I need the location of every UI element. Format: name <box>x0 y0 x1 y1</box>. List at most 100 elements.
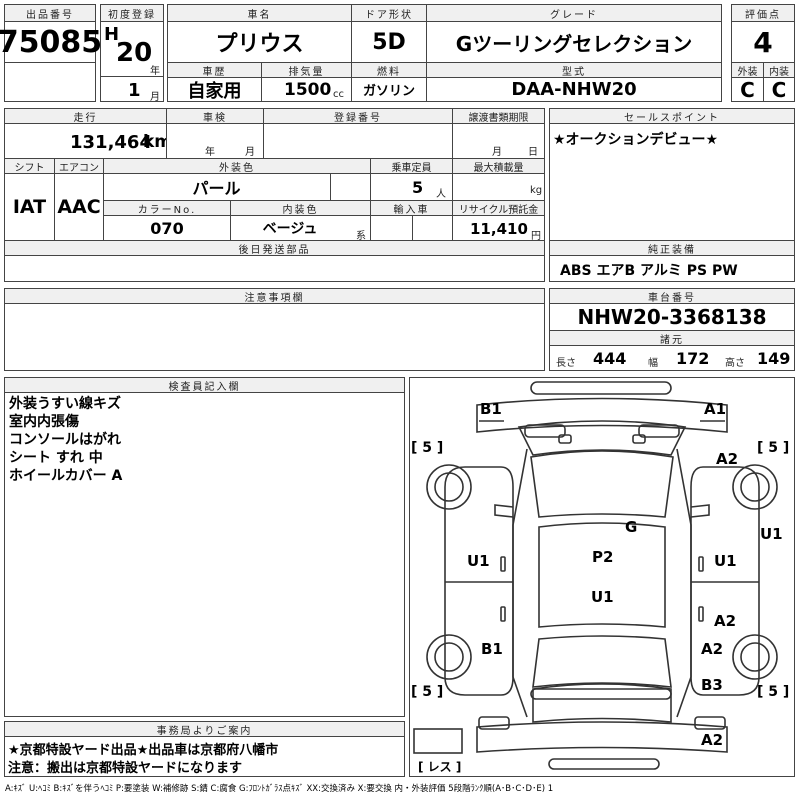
damage-u1-right-side: U1 <box>760 525 783 543</box>
door-type: 5D <box>372 29 406 55</box>
fuel-box <box>351 77 427 102</box>
chassis-box <box>549 303 795 331</box>
damage-u1-center: U1 <box>591 588 614 606</box>
capacity-box <box>370 173 453 201</box>
equipment-box <box>549 255 795 282</box>
legend-text: A:ｷｽﾞ U:ﾍｺﾐ B:ｷｽﾞを伴うﾍｺﾐ P:要塗装 W:補修跡 S:錆 … <box>5 784 554 794</box>
damage-b1-front: B1 <box>480 400 502 418</box>
first-reg-box <box>100 21 164 102</box>
height-label: 高さ <box>725 358 745 369</box>
car-name: プリウス <box>215 32 304 57</box>
office-line-1: ★京都特設ヤード出品★出品車は京都府八幡市 <box>8 743 279 758</box>
lot-blank-box <box>4 62 96 102</box>
inspector-box <box>4 392 405 717</box>
equipment-label: 純正装備 <box>549 240 795 256</box>
score-label: 評価点 <box>731 4 795 22</box>
score-box <box>731 21 795 63</box>
interior-label: 内装 <box>763 62 795 78</box>
body-color: パール <box>192 179 241 198</box>
spare-tire: [ レス ] <box>418 760 462 774</box>
year-unit: 年 <box>150 66 160 77</box>
score: 4 <box>753 25 773 59</box>
lot-number: 75085 <box>0 24 103 60</box>
damage-a1-front: A1 <box>704 400 727 418</box>
interior-color: ベージュ <box>262 221 318 237</box>
model-label: 型式 <box>426 62 722 78</box>
capacity: 5 <box>412 178 424 197</box>
era: H <box>104 24 120 45</box>
recycle-label: リサイクル預託金 <box>452 200 545 216</box>
later-parts-box <box>4 255 545 282</box>
max-load-box <box>452 173 545 201</box>
damage-a2-rear: A2 <box>701 731 724 749</box>
chassis-label: 車台番号 <box>549 288 795 304</box>
later-parts-label: 後日発送部品 <box>4 240 545 256</box>
inspection-month-unit: 月 <box>245 147 255 158</box>
model-box <box>426 77 722 102</box>
mileage: 131,464 <box>70 132 152 153</box>
width: 172 <box>676 349 710 368</box>
damage-u1-right: U1 <box>714 552 737 570</box>
inspection-year-unit: 年 <box>205 147 215 158</box>
notes-box <box>4 303 545 371</box>
month-unit: 月 <box>150 92 160 103</box>
mileage-box <box>4 123 167 159</box>
damage-b1-rear: B1 <box>481 640 503 658</box>
damage-a2-right-front: A2 <box>716 450 739 468</box>
interior-box <box>763 77 795 102</box>
damage-g: G <box>625 518 638 536</box>
color-label: 外装色 <box>103 158 371 174</box>
deadline-month-unit: 月 <box>492 147 502 158</box>
length: 444 <box>593 349 627 368</box>
lot-number-label: 出品番号 <box>4 4 96 22</box>
registration-label: 登録番号 <box>263 108 453 124</box>
history: 自家用 <box>187 80 242 102</box>
deadline-label: 譲渡書類期限 <box>452 108 545 124</box>
registration-box <box>263 123 453 159</box>
interior-color-label: 内装色 <box>230 200 371 216</box>
specs-label: 諸元 <box>549 330 795 346</box>
damage-b3: B3 <box>701 676 723 694</box>
inspector-label: 検査員記入欄 <box>4 377 405 393</box>
sales-point-label: セールスポイント <box>549 108 795 124</box>
door-label: ドア形状 <box>351 4 427 22</box>
grade: Gツーリングセレクション <box>455 31 693 56</box>
first-reg-label: 初度登録 <box>100 4 164 22</box>
ac-label: エアコン <box>54 158 104 174</box>
exterior-label: 外装 <box>731 62 764 78</box>
mileage-unit: km <box>143 132 173 152</box>
history-box <box>167 77 262 102</box>
mileage-label: 走行 <box>4 108 167 124</box>
sales-point-text: ★オークションデビュー★ <box>553 132 719 148</box>
import-label: 輸入車 <box>370 200 453 216</box>
displacement: 1500 <box>284 80 332 100</box>
reg-year: 20 <box>116 38 153 68</box>
color-no-box <box>103 215 231 241</box>
inspector-notes: 外装うすい線キズ 室内内張傷 コンソールはがれ シート すれ 中 ホイールカバー… <box>9 396 123 484</box>
grade-label: グレード <box>426 4 722 22</box>
damage-a2-right-rear: A2 <box>701 640 724 658</box>
shift-label: シフト <box>4 158 55 174</box>
tire-rear-right: [ 5 ] <box>757 684 790 700</box>
fuel-label: 燃料 <box>351 62 427 78</box>
office-box <box>4 736 405 777</box>
damage-u1-left: U1 <box>467 552 490 570</box>
lot-number-box <box>4 21 96 63</box>
recycle-unit: 円 <box>531 231 541 242</box>
length-label: 長さ <box>556 358 576 369</box>
damage-a2-right-mid: A2 <box>714 612 737 630</box>
notes-label: 注意事項欄 <box>4 288 545 304</box>
inspection-box <box>166 123 264 159</box>
max-load-label: 最大積載量 <box>452 158 545 174</box>
car-diagram <box>413 381 778 770</box>
sales-point-box <box>549 123 795 241</box>
exterior-grade: C <box>740 77 755 102</box>
car-diagram-frame <box>409 377 795 777</box>
deadline-day-unit: 日 <box>528 147 538 158</box>
tire-front-left: [ 5 ] <box>411 440 444 456</box>
shift-box <box>4 173 55 241</box>
displacement-unit: cc <box>333 89 344 100</box>
width-label: 幅 <box>648 358 658 369</box>
chassis-number: NHW20-3368138 <box>577 305 767 329</box>
recycle-fee: 11,410 <box>470 220 528 238</box>
